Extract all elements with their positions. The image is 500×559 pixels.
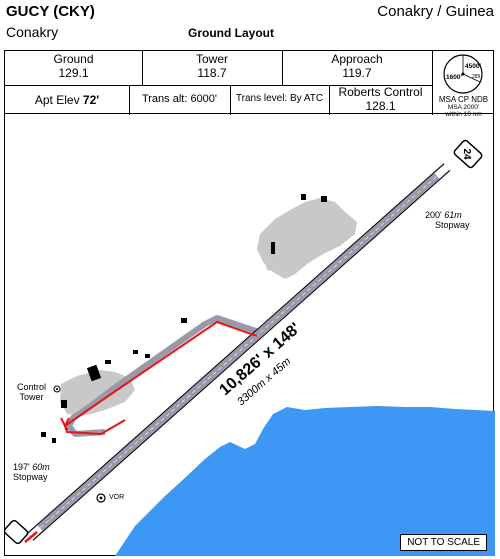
ground-value: 129.1 (58, 66, 89, 80)
elev-value: 72' (82, 93, 100, 107)
msa-inner-alt: 4500' (465, 63, 481, 70)
stopway-ne (434, 164, 450, 179)
msa-panel: 4500' 1600' 289 MSA CP NDB MSA 2000'with… (432, 51, 495, 118)
apron-terminal (60, 370, 135, 416)
taxiway (66, 315, 260, 437)
water-body (115, 406, 495, 556)
runway-end-06-marker (5, 519, 29, 545)
taxi-route-arrow-icon (60, 417, 70, 429)
building-4 (181, 318, 187, 323)
msa-circle-icon: 4500' 1600' 289 (443, 54, 483, 94)
approach-label: Approach (331, 52, 383, 66)
building-1 (105, 360, 111, 364)
stopway-sw-distance: 197' 60m Stopway (13, 462, 50, 482)
transition-level: Trans level: By ATC (235, 93, 324, 104)
building-7 (321, 196, 327, 202)
building-6 (301, 194, 306, 200)
taxi-route (64, 321, 258, 435)
elev-label: Apt Elev (34, 93, 80, 107)
roberts-control-frequency: Roberts Control 128.1 (329, 85, 432, 115)
msa-bearing: 289 (472, 74, 481, 80)
frequency-info-box: Ground 129.1 Tower 118.7 Approach 119.7 … (4, 50, 495, 118)
msa-label: MSA CP NDB (438, 95, 489, 104)
ground-label: Ground (53, 52, 94, 66)
building-9 (41, 432, 46, 437)
stopway-ne-distance: 200' 61m Stopway (425, 210, 470, 230)
building-2 (133, 350, 138, 354)
building-10 (52, 438, 56, 443)
ground-frequency: Ground 129.1 (5, 51, 142, 85)
buildings (41, 194, 327, 443)
building-3 (145, 354, 150, 358)
vor-label: VOR (109, 494, 125, 501)
tower-label: Tower (195, 52, 228, 66)
taxi-route-sw (24, 531, 38, 543)
airport-location: Conakry / Guinea (377, 3, 494, 20)
apron-areas (60, 198, 357, 416)
layout-title: Ground Layout (188, 26, 274, 40)
control-label: Roberts Control (338, 85, 423, 99)
approach-frequency: Approach 119.7 (282, 51, 432, 85)
approach-value: 119.7 (342, 66, 372, 80)
vor-icon (96, 493, 106, 503)
airport-elevation: Apt Elev 72' (5, 85, 129, 115)
airport-city: Conakry (6, 24, 59, 40)
runway-end-24-label: 24 (461, 148, 472, 160)
control-value: 128.1 (365, 99, 396, 113)
airport-title: GUCY (CKY) (6, 3, 95, 20)
tower-frequency: Tower 118.7 (142, 51, 282, 85)
building-terminal (86, 364, 102, 382)
control-tower-icon (53, 385, 61, 393)
not-to-scale-badge: NOT TO SCALE (400, 534, 487, 551)
transition-altitude: Trans alt: 6000' (141, 93, 218, 105)
runway-end-24-marker: 24 (453, 139, 483, 169)
airport-layout-svg: 24 10,826' x 148' 3300m x 45m (5, 139, 495, 556)
msa-left-alt: 1600' (446, 74, 462, 81)
tower-value: 118.7 (197, 66, 227, 80)
msa-note: MSA 2000'within 10 nm (445, 104, 482, 118)
building-5 (271, 242, 275, 254)
apron-ne-small (263, 249, 287, 272)
building-8 (61, 400, 67, 408)
